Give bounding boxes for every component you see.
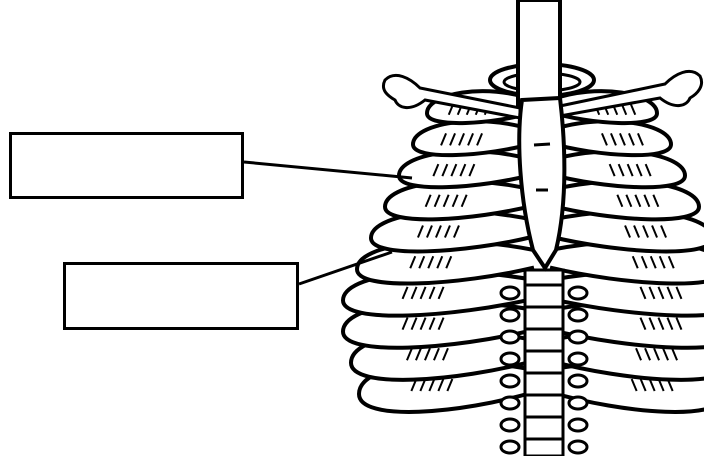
label-box-2[interactable]	[63, 262, 299, 330]
leader-line-1	[244, 162, 412, 178]
vertebra-process-left	[501, 375, 519, 387]
sternum	[519, 98, 564, 268]
vertebra-process-left	[501, 353, 519, 365]
rib-left-3	[399, 151, 534, 187]
vertebra-process-right	[569, 331, 587, 343]
trachea	[518, 0, 560, 110]
vertebra-process-right	[569, 309, 587, 321]
rib-right-2	[550, 121, 671, 155]
vertebra-process-left	[501, 441, 519, 453]
sternum-mark-1	[534, 144, 550, 145]
vertebra-process-right	[569, 353, 587, 365]
vertebra-process-left	[501, 397, 519, 409]
vertebra-process-right	[569, 441, 587, 453]
label-box-1[interactable]	[9, 132, 244, 199]
vertebra-process-left	[501, 331, 519, 343]
vertebra-process-right	[569, 287, 587, 299]
sternum-body	[519, 98, 564, 268]
rib-right-3	[550, 151, 685, 187]
vertebra-process-right	[569, 375, 587, 387]
vertebra-process-right	[569, 397, 587, 409]
trachea-tube	[518, 0, 560, 110]
spine	[501, 270, 587, 456]
rib-left-2	[413, 121, 534, 155]
vertebra-process-left	[501, 419, 519, 431]
vertebra-process-left	[501, 287, 519, 299]
spine-column	[525, 270, 563, 456]
vertebra-process-right	[569, 419, 587, 431]
vertebra-process-left	[501, 309, 519, 321]
